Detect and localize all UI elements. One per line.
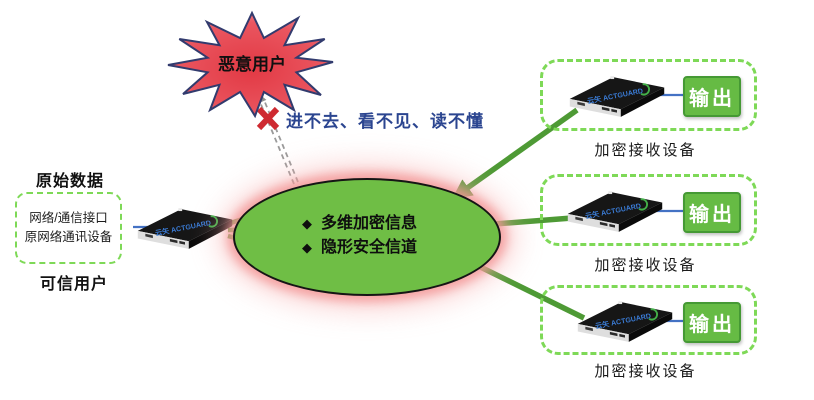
receiver-1-output-button: 输出 — [683, 76, 741, 117]
blocked-caption: 进不去、看不见、读不懂 — [286, 112, 484, 131]
trusted-user-label: 可信用户 — [40, 276, 109, 293]
receiver-3-output-button: 输出 — [683, 302, 741, 343]
receiver-2-caption: 加密接收设备 — [594, 257, 697, 274]
interface-line2: 原网络通讯设备 — [24, 230, 113, 244]
blocked-path — [256, 92, 299, 185]
interface-line1: 网络/通信接口 — [29, 211, 108, 226]
source-interface-box: 网络/通信接口 原网络通讯设备 — [15, 192, 122, 264]
receiver-3-box — [540, 285, 757, 355]
receiver-1-caption: 加密接收设备 — [594, 142, 697, 159]
source-title: 原始数据 — [36, 173, 105, 190]
blocked-path-arrowhead — [256, 92, 267, 105]
receiver-2-box — [540, 174, 757, 246]
receiver-1-device: 云矢 ACTGUARD — [569, 76, 665, 117]
receiver-2-device: 云矢 ACTGUARD — [567, 191, 663, 232]
malicious-user-label: 恶意用户 — [218, 55, 286, 74]
device-logo-swoosh-icon — [640, 83, 650, 96]
channel-bullet-2-text: 隐形安全信道 — [321, 239, 418, 256]
diamond-bullet-icon: ◆ — [302, 216, 312, 231]
device-logo-swoosh-icon — [208, 215, 218, 228]
device-logo-swoosh-icon — [638, 198, 648, 211]
device-side-face — [188, 219, 233, 249]
receiver-1-box — [540, 59, 757, 131]
blocked-cross-icon — [256, 106, 280, 131]
receiver-2-output-button: 输出 — [683, 192, 741, 233]
channel-bullet-1: ◆ 多维加密信息 — [302, 212, 417, 236]
receiver-3-device: 云矢 ACTGUARD — [577, 301, 673, 342]
channel-bullet-1-text: 多维加密信息 — [321, 215, 418, 232]
device-top-face — [137, 209, 233, 242]
receiver-3-caption: 加密接收设备 — [594, 363, 697, 380]
diamond-bullet-icon: ◆ — [302, 240, 312, 255]
channel-bullets: ◆ 多维加密信息 ◆ 隐形安全信道 — [302, 212, 417, 260]
source-encryption-device: 云矢 ACTGUARD — [137, 208, 233, 249]
secure-channel-ellipse — [233, 178, 501, 296]
channel-bullet-2: ◆ 隐形安全信道 — [302, 236, 417, 260]
device-logo-swoosh-icon — [648, 308, 658, 321]
